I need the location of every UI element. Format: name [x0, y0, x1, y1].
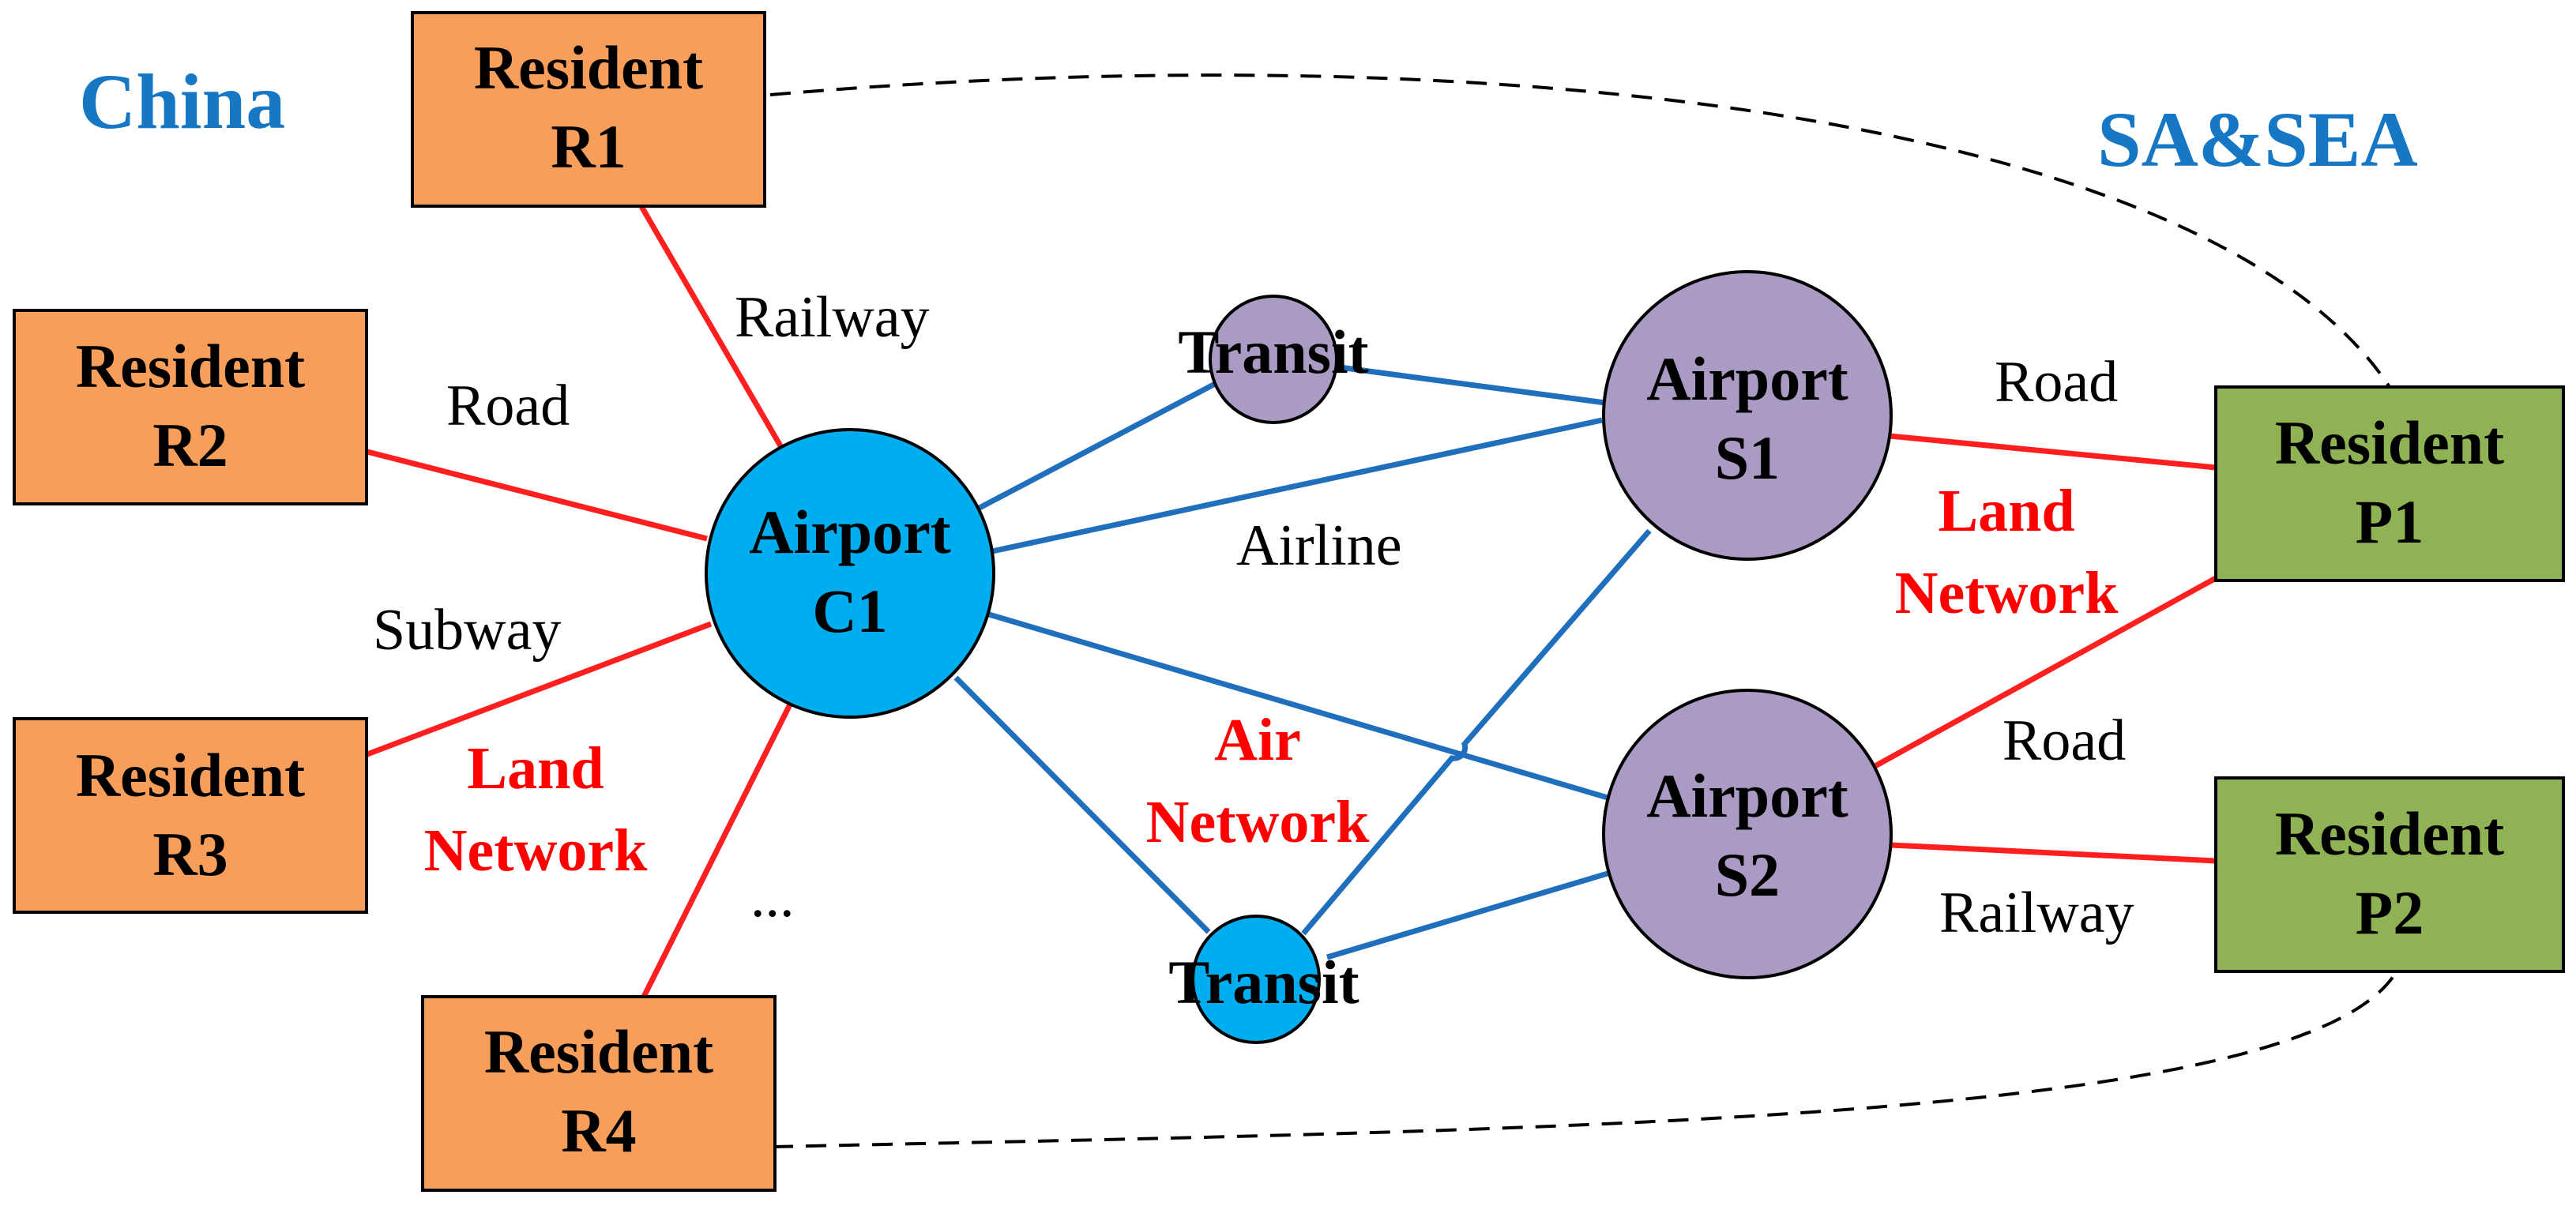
dashed-link-r4-p2 [772, 975, 2395, 1148]
resident-r4: Resident R4 [421, 995, 777, 1192]
land-link-r2-c1 [367, 449, 708, 542]
edge-label-ellipsis: ... [750, 865, 795, 930]
edge-label-road-p2: Road [2003, 708, 2126, 773]
resident-r3-line2: R3 [152, 820, 228, 889]
air-link-transit-top-s1 [1333, 363, 1606, 406]
edge-label-railway-p2: Railway [1939, 881, 2134, 945]
network-label-land-sasea-line1: Land [1938, 478, 2074, 544]
resident-r1-line2: R1 [551, 112, 626, 181]
edge-label-railway-r1: Railway [735, 285, 930, 350]
resident-r2: Resident R2 [13, 309, 368, 505]
edge-label-subway-r3: Subway [373, 598, 561, 663]
resident-p1-line2: P1 [2356, 487, 2424, 556]
resident-p1: Resident P1 [2214, 385, 2565, 582]
network-label-land-china-line1: Land [467, 735, 604, 802]
resident-r3: Resident R3 [13, 717, 368, 914]
resident-p2: Resident P2 [2214, 776, 2565, 973]
resident-r3-line1: Resident [76, 741, 305, 810]
edge-label-airline: Airline [1236, 513, 1402, 578]
network-label-air-line1: Air [1214, 707, 1301, 773]
resident-p2-line1: Resident [2275, 799, 2504, 868]
air-link-c1-s2 [988, 611, 1608, 801]
resident-r2-line1: Resident [76, 332, 305, 400]
resident-r2-line2: R2 [152, 411, 228, 479]
air-link-transit-bottom-s2 [1326, 870, 1609, 960]
airport-s2: Airport S2 [1602, 689, 1893, 979]
air-link-c1-transit-bottom [953, 675, 1211, 934]
region-label-china: China [79, 58, 285, 145]
resident-p2-line2: P2 [2356, 878, 2424, 947]
airport-s1-line1: Airport [1646, 344, 1848, 413]
region-label-sasea: SA&SEA [2097, 96, 2418, 183]
airport-c1: Airport C1 [705, 428, 995, 719]
land-link-s1-p1 [1889, 433, 2217, 471]
network-label-air-line2: Network [1146, 789, 1371, 855]
transit-bottom: Transit [1168, 915, 1359, 1044]
land-link-s2-p1 [1871, 575, 2217, 771]
dashed-link-r1-p1 [769, 73, 2391, 389]
transit-top: Transit [1178, 295, 1369, 424]
airport-s1: Airport S1 [1602, 270, 1893, 561]
air-link-c1-transit-top [976, 380, 1218, 512]
land-link-s2-p2 [1890, 842, 2217, 864]
land-link-r3-c1 [366, 621, 713, 757]
transit-bottom-label: Transit [1168, 948, 1359, 1016]
edge-label-road-p1: Road [1995, 350, 2118, 415]
resident-r1: Resident R1 [411, 11, 766, 208]
air-link-c1-s1 [991, 417, 1603, 554]
airport-s2-line1: Airport [1646, 761, 1848, 830]
airport-c1-line1: Airport [749, 498, 951, 566]
network-label-land-sasea-line2: Network [1895, 560, 2119, 626]
transit-top-label: Transit [1178, 317, 1368, 386]
resident-r1-line1: Resident [474, 33, 703, 102]
airport-c1-line2: C1 [812, 577, 887, 645]
airport-s2-line2: S2 [1715, 840, 1780, 909]
resident-r4-line2: R4 [561, 1096, 636, 1165]
resident-p1-line1: Resident [2275, 408, 2504, 477]
edge-label-road-r2: Road [446, 374, 570, 438]
land-link-r4-c1 [641, 703, 793, 998]
air-link-s1-transit-bottom [1301, 528, 1652, 936]
airport-s1-line2: S1 [1715, 423, 1780, 492]
resident-r4-line1: Resident [484, 1017, 713, 1086]
network-label-land-china-line2: Network [424, 817, 649, 884]
land-link-r1-c1 [637, 202, 785, 450]
